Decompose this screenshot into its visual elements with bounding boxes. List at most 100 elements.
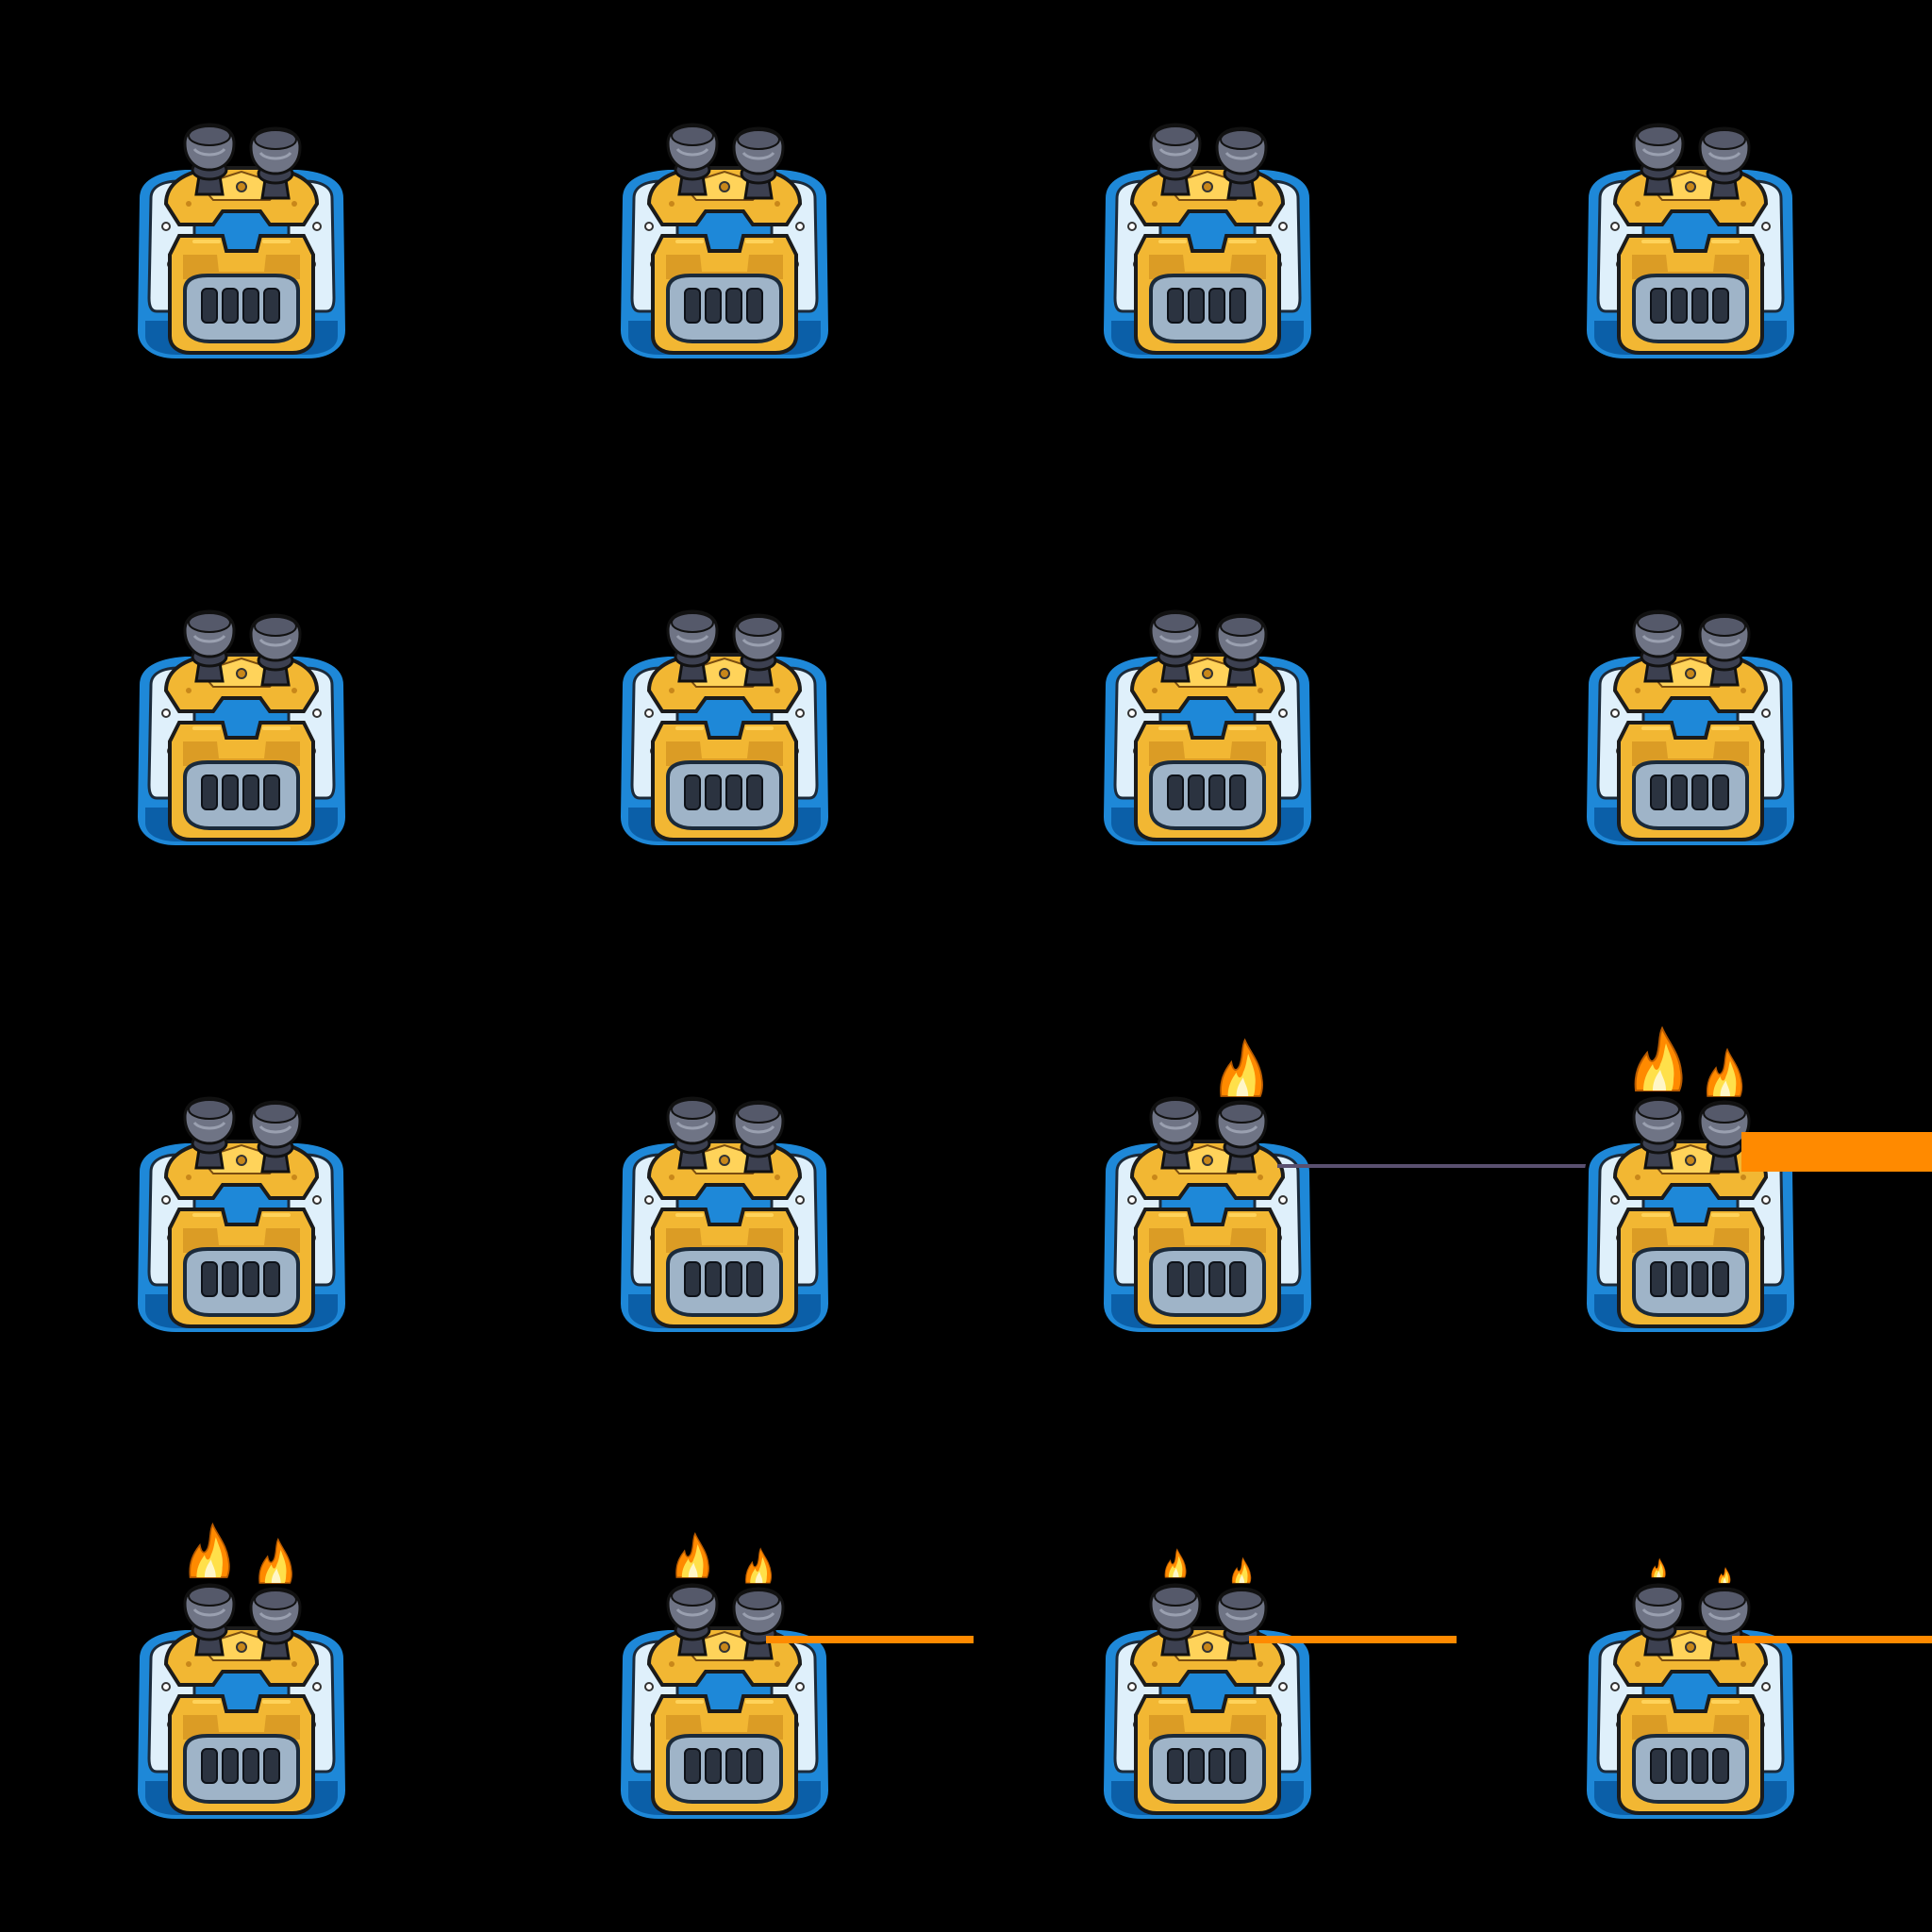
left-nozzle xyxy=(1632,1583,1685,1657)
right-flame-icon xyxy=(745,1547,773,1584)
armor-shade xyxy=(666,255,783,279)
grille-slot xyxy=(1167,1261,1184,1297)
robot-sprite xyxy=(1099,1038,1316,1336)
left-nozzle xyxy=(666,609,719,683)
bolt-left xyxy=(186,201,192,207)
bolt-right xyxy=(774,688,780,693)
grille-slot xyxy=(1691,1261,1708,1297)
nozzle-pair xyxy=(666,123,785,200)
right-nozzle xyxy=(249,126,302,200)
sprite-frame-13 xyxy=(0,1460,483,1932)
center-bolt xyxy=(236,1641,247,1653)
grille-slot xyxy=(201,1261,218,1297)
sprite-frame-12 xyxy=(1449,974,1932,1457)
right-flame-icon xyxy=(1718,1566,1731,1584)
left-rivet xyxy=(1610,1195,1620,1205)
left-flame-icon xyxy=(1164,1548,1187,1578)
left-nozzle xyxy=(1632,1096,1685,1170)
grille-slot xyxy=(242,774,259,810)
right-rivet xyxy=(312,708,322,718)
bolt-left xyxy=(1152,201,1158,207)
right-nozzle xyxy=(1698,613,1751,687)
left-rivet xyxy=(644,708,654,718)
grille-slot xyxy=(1650,1261,1667,1297)
armor-shade xyxy=(1149,255,1266,279)
armor-shade xyxy=(183,741,300,766)
armor-shade xyxy=(1632,1715,1749,1740)
right-rivet xyxy=(1761,708,1771,718)
grille-slot xyxy=(725,1261,742,1297)
robot-body xyxy=(616,1626,833,1823)
center-bolt xyxy=(1685,1155,1696,1166)
grille-slot xyxy=(263,1748,280,1784)
bolt-left xyxy=(1635,201,1641,207)
grille-slot xyxy=(684,1261,701,1297)
sprite-frame-10 xyxy=(483,974,966,1457)
center-bolt xyxy=(1202,1641,1213,1653)
sprite-frame-8 xyxy=(1449,487,1932,970)
robot-body xyxy=(1582,1140,1799,1336)
left-flame-icon xyxy=(1651,1557,1666,1578)
grille-slot xyxy=(1167,774,1184,810)
bolt-right xyxy=(291,1174,297,1180)
bolt-left xyxy=(1152,1661,1158,1667)
sprite-frame-1 xyxy=(0,0,483,483)
robot-sprite xyxy=(133,1096,350,1336)
left-rivet xyxy=(161,1195,171,1205)
nozzle-pair xyxy=(183,1096,302,1174)
left-flame-icon xyxy=(1634,1025,1683,1091)
robot-body xyxy=(133,653,350,849)
armor-shade xyxy=(1149,1228,1266,1253)
grille-slot xyxy=(1208,1748,1225,1784)
bolt-left xyxy=(1635,1174,1641,1180)
bolt-right xyxy=(1257,1661,1263,1667)
thruster-flames xyxy=(189,1522,292,1584)
grille-slot xyxy=(1188,1748,1205,1784)
grille-slot xyxy=(263,774,280,810)
grille-slot xyxy=(746,288,763,324)
thruster-flames xyxy=(675,1532,773,1584)
left-rivet xyxy=(1610,222,1620,231)
robot-body xyxy=(1582,653,1799,849)
right-flame-icon xyxy=(258,1538,292,1584)
bolt-right xyxy=(1257,688,1263,693)
grille-slot xyxy=(1712,1261,1729,1297)
robot-body xyxy=(1099,653,1316,849)
right-rivet xyxy=(312,1195,322,1205)
left-nozzle xyxy=(666,1096,719,1170)
right-rivet xyxy=(1278,222,1288,231)
bolt-right xyxy=(1740,1661,1746,1667)
sprite-frame-15 xyxy=(966,1460,1449,1932)
grille-slot xyxy=(684,774,701,810)
right-flame-icon xyxy=(1706,1047,1743,1097)
center-bolt xyxy=(236,181,247,192)
left-nozzle xyxy=(183,123,236,196)
robot-sprite xyxy=(616,123,833,362)
grille-slot xyxy=(201,288,218,324)
sprite-frame-5 xyxy=(0,487,483,970)
bolt-right xyxy=(774,1661,780,1667)
right-nozzle xyxy=(1215,1587,1268,1660)
bolt-left xyxy=(186,1174,192,1180)
nozzle-pair xyxy=(1632,1096,1751,1174)
grille-slot xyxy=(222,1261,239,1297)
bolt-right xyxy=(1257,1174,1263,1180)
right-nozzle xyxy=(249,613,302,687)
center-bolt xyxy=(236,668,247,679)
grille-slot xyxy=(1691,1748,1708,1784)
grille-slot xyxy=(242,1261,259,1297)
right-nozzle xyxy=(1215,613,1268,687)
nozzle-pair xyxy=(1149,609,1268,687)
left-rivet xyxy=(1127,222,1137,231)
left-rivet xyxy=(1127,1682,1137,1691)
robot-sprite xyxy=(1582,1025,1799,1336)
right-rivet xyxy=(1278,708,1288,718)
center-bolt xyxy=(1685,1641,1696,1653)
armor-shade xyxy=(1149,741,1266,766)
right-rivet xyxy=(312,1682,322,1691)
robot-sprite xyxy=(616,1096,833,1336)
right-nozzle xyxy=(249,1587,302,1660)
sprite-frame-2 xyxy=(483,0,966,483)
grille-slot xyxy=(1671,288,1688,324)
right-rivet xyxy=(795,1195,805,1205)
